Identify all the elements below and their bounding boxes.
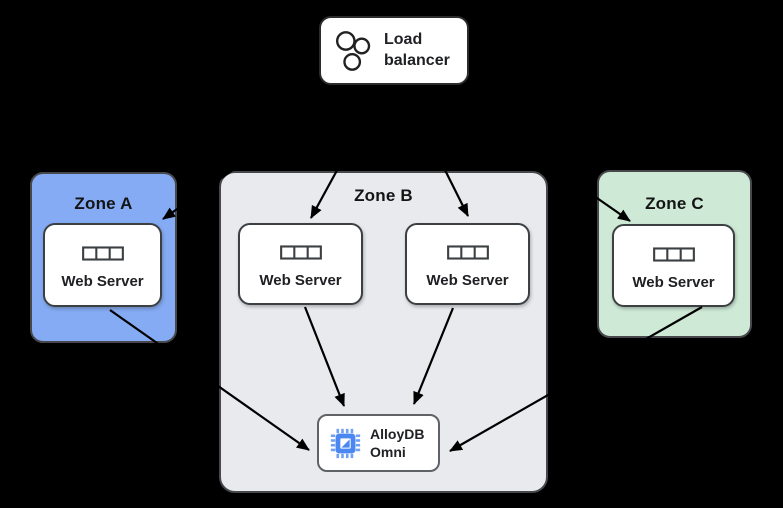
load-balancer-label: Load balancer: [384, 30, 450, 69]
zone-b-web-server-1: Web Server: [238, 223, 363, 305]
server-rack-icon: [652, 246, 695, 262]
alloydb-omni-node: AlloyDB Omni: [317, 414, 440, 472]
load-balancer-node: Load balancer: [319, 16, 469, 85]
alloydb-omni-label: AlloyDB Omni: [370, 425, 425, 460]
web-server-label: Web Server: [426, 272, 509, 289]
web-server-label: Web Server: [259, 272, 342, 289]
zone-b-web-server-2: Web Server: [405, 223, 530, 305]
zone-c-web-server: Web Server: [612, 224, 735, 307]
zone-a-title: Zone A: [74, 194, 133, 213]
zone-c-title: Zone C: [645, 194, 704, 213]
server-rack-icon: [279, 245, 322, 260]
web-server-label: Web Server: [61, 273, 144, 290]
zone-b-title: Zone B: [354, 186, 413, 205]
server-rack-icon: [81, 246, 124, 261]
load-balancer-circles-icon: [336, 30, 371, 71]
web-server-label: Web Server: [632, 273, 715, 291]
server-rack-icon: [446, 245, 489, 260]
zone-a-web-server: Web Server: [43, 223, 162, 307]
alloydb-chip-icon: [330, 428, 361, 458]
